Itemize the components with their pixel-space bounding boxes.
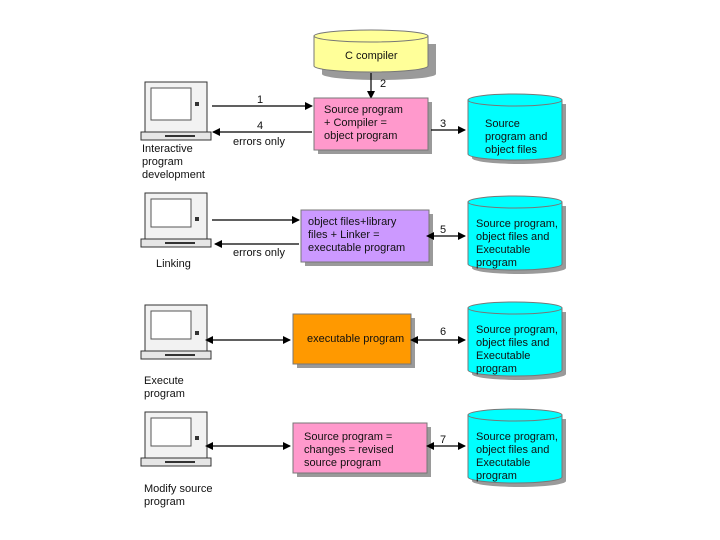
computer-icon (140, 192, 212, 248)
storage-cylinder-1 (467, 93, 566, 164)
computer-label: Interactive program development (142, 143, 205, 181)
storage-number: 5 (440, 224, 447, 236)
computer-icon (140, 411, 212, 467)
arrow-out-number: 4 (257, 120, 264, 132)
compiler-cylinder (313, 29, 436, 80)
arrow-in-number: 1 (257, 94, 264, 106)
storage-cylinder-2 (467, 195, 566, 274)
storage-cylinder-4 (467, 408, 566, 487)
compile-process-box (313, 97, 432, 154)
computer-icon (140, 304, 212, 360)
link-process-box (300, 209, 433, 266)
storage-text: Source program and object files (485, 118, 548, 156)
storage-text: Source program, object files and Executa… (476, 218, 558, 269)
errors-only-label: errors only (233, 247, 285, 259)
execute-process-box (292, 313, 415, 368)
storage-number: 3 (440, 118, 447, 130)
storage-number: 6 (440, 326, 447, 338)
compiler-label: C compiler (345, 50, 398, 62)
compiler-arrow-number: 2 (380, 78, 387, 90)
storage-text: Source program, object files and Executa… (476, 431, 558, 482)
storage-cylinder-3 (467, 301, 566, 380)
computer-label: Linking (156, 258, 191, 270)
process-text: object files+library files + Linker = ex… (308, 216, 406, 254)
process-text: executable program (307, 333, 405, 345)
computer-label: Execute program (144, 375, 185, 400)
process-text: Source program = changes = revised sourc… (304, 431, 394, 469)
computer-icon (140, 81, 212, 141)
process-text: Source program + Compiler = object progr… (324, 104, 403, 142)
storage-number: 7 (440, 434, 447, 446)
storage-text: Source program, object files and Executa… (476, 324, 558, 375)
computer-label: Modify source program (144, 483, 213, 508)
errors-only-label: errors only (233, 136, 285, 148)
